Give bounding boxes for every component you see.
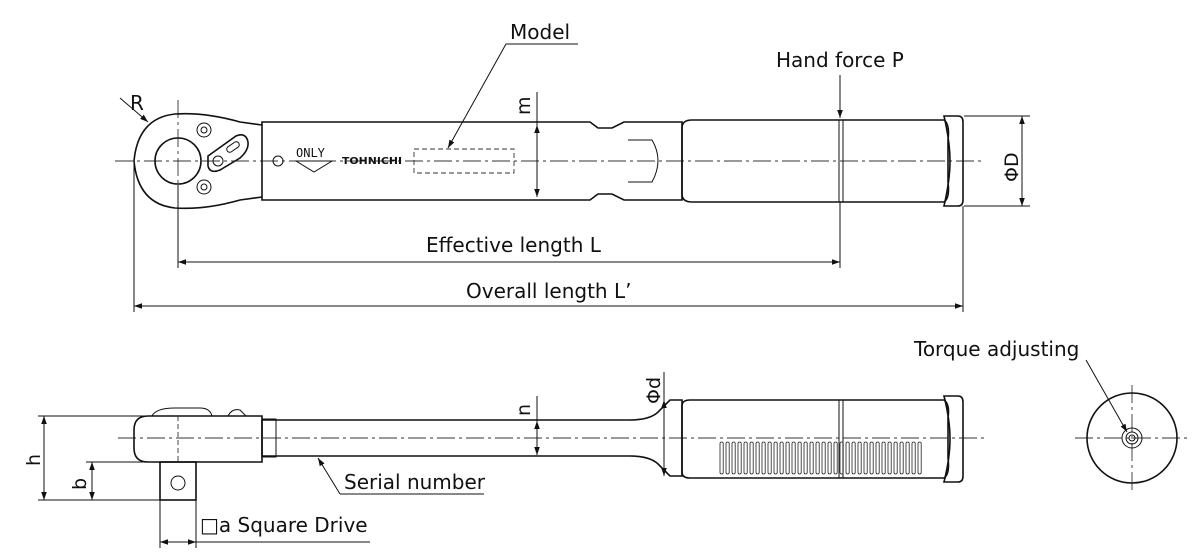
dim-m-label: m	[513, 96, 535, 115]
radius-leader	[119, 97, 149, 123]
side-end-cap	[942, 395, 964, 483]
radius-label: R	[130, 91, 144, 115]
square-drive-label: □a Square Drive	[200, 513, 368, 537]
wrench-body	[261, 121, 683, 201]
knurl-rib	[887, 441, 892, 475]
only-arrow	[294, 160, 334, 173]
effective-length-label: Effective length L	[426, 233, 602, 257]
knurl-rib	[911, 441, 916, 475]
side-lever-tab	[227, 409, 247, 417]
reversing-lever	[207, 134, 249, 173]
knurl-rib	[761, 441, 766, 475]
knurl-rib	[869, 441, 874, 475]
adjust-knob-inner	[1128, 434, 1136, 442]
model-leader	[447, 43, 507, 149]
square-drive	[159, 461, 197, 501]
head-screw-top	[196, 122, 212, 138]
knurl-rib	[827, 441, 832, 475]
knurl-rib	[857, 441, 862, 475]
knurl-rib	[785, 441, 790, 475]
dim-d-label: Φd	[643, 377, 665, 404]
knurl-rib	[851, 441, 856, 475]
hand-force-label: Hand force P	[776, 48, 904, 72]
dim-n-label: n	[513, 404, 535, 416]
head-screw-bottom	[196, 179, 212, 195]
adjust-knob-mid	[1125, 431, 1139, 445]
knurl-rib	[749, 441, 754, 475]
knurl-rib	[803, 441, 808, 475]
side-grip	[681, 399, 950, 479]
knurl-rib	[767, 441, 772, 475]
knurl-rib	[821, 441, 826, 475]
knurl-rib	[905, 441, 910, 475]
knurl-rib	[719, 441, 724, 475]
knurl-rib	[881, 441, 886, 475]
knurl-rib	[779, 441, 784, 475]
end-cap-circle	[1086, 392, 1178, 484]
side-body	[261, 399, 683, 477]
head-screw-top-inner	[200, 126, 208, 134]
serial-number-label: Serial number	[344, 470, 486, 494]
knurl-rib	[797, 441, 802, 475]
square-drive-ball	[170, 475, 186, 491]
knurl-rib	[839, 441, 844, 475]
knurl-rib	[815, 441, 820, 475]
lever-pin	[212, 155, 224, 167]
dim-D-label: ΦD	[1001, 152, 1023, 182]
rivet-hole	[272, 155, 284, 167]
knurl-rib	[899, 441, 904, 475]
serial-leader	[317, 457, 341, 495]
adjust-knob-outer	[1121, 427, 1143, 449]
knurl-rib	[731, 441, 736, 475]
knurl-rib	[809, 441, 814, 475]
lever-slot	[226, 141, 240, 153]
knurl-rib	[791, 441, 796, 475]
model-plate	[413, 148, 515, 174]
end-cap	[942, 115, 964, 207]
tube-taper-cap	[628, 139, 659, 183]
knurl-rib	[917, 441, 922, 475]
brand-mark: TOHNICHI	[342, 156, 402, 167]
knurl-rib	[863, 441, 868, 475]
only-mark: ONLY	[296, 146, 326, 160]
knurl-rib	[755, 441, 760, 475]
knurl-rib	[845, 441, 850, 475]
side-ring	[261, 418, 277, 458]
side-head	[133, 415, 263, 463]
end-view: Torque adjusting	[913, 337, 1190, 492]
overall-length-label: Overall length L’	[466, 279, 631, 303]
side-view: n Φd h b □a Square Drive Serial number	[23, 372, 985, 548]
torque-adjusting-label: Torque adjusting	[913, 337, 1079, 361]
knurl-rib	[743, 441, 748, 475]
grip-knurling	[719, 441, 922, 475]
knurl-rib	[833, 441, 838, 475]
square-drive-bore	[154, 137, 202, 185]
ratchet-head	[133, 112, 263, 210]
knurl-rib	[773, 441, 778, 475]
dim-h-label: h	[23, 454, 45, 466]
knurl-rib	[737, 441, 742, 475]
knurl-rib	[893, 441, 898, 475]
side-lever	[151, 407, 213, 417]
model-label: Model	[510, 20, 570, 44]
top-view: ONLY TOHNICHI m ΦD Model Hand force P R	[115, 20, 1030, 312]
dim-b-label: b	[69, 478, 91, 490]
torque-adjust-leader	[1085, 359, 1128, 433]
head-screw-bottom-inner	[200, 183, 208, 191]
knurl-rib	[725, 441, 730, 475]
knurl-rib	[875, 441, 880, 475]
